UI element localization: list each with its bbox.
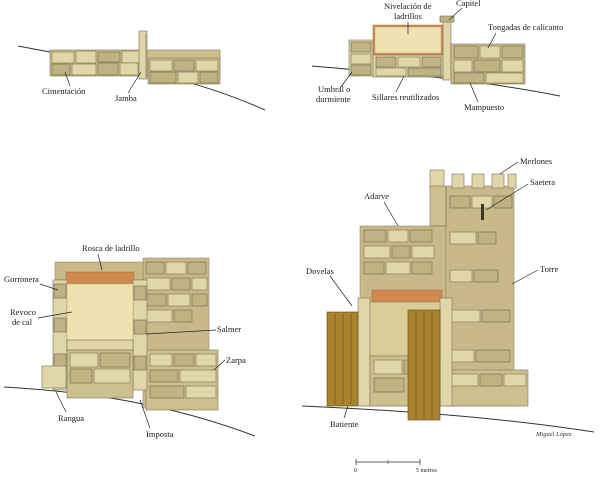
label-cimentacion: Cimentación — [42, 86, 86, 96]
ground-line-3 — [3, 386, 256, 437]
label-adarve: Adarve — [364, 191, 389, 201]
label-umbral-2: durmiente — [316, 94, 351, 104]
artist-signature: Miguel López — [535, 431, 572, 438]
label-batiente: Batiente — [330, 419, 359, 429]
label-rangua: Rangua — [58, 413, 84, 423]
label-jamba: Jamba — [115, 93, 137, 103]
label-imposta: Imposta — [146, 429, 174, 439]
label-zarpa: Zarpa — [226, 355, 246, 365]
foundation-wall — [49, 49, 221, 85]
label-tongadas: Tongadas de calicanto — [488, 22, 563, 32]
label-nivelacion-1: Nivelación de — [384, 1, 432, 11]
label-umbral-1: Umbral o — [318, 84, 350, 94]
label-revoco-1: Revoco — [10, 307, 36, 317]
label-sillares: Sillares reutilizados — [372, 92, 439, 102]
scale-end: 5 metros — [416, 468, 437, 474]
label-dovelas: Dovelas — [306, 266, 334, 276]
jamb-post — [138, 30, 148, 80]
label-salmer: Salmer — [217, 324, 241, 334]
panel-3-gate: Rosca de ladrillo Gorronera Revoco de ca… — [3, 243, 256, 439]
label-saetera: Saetera — [530, 177, 555, 187]
door-left — [326, 311, 359, 407]
label-torre: Torre — [540, 264, 559, 274]
label-nivelacion-2: ladrillos — [394, 11, 422, 21]
label-mampuesto: Mampuesto — [464, 102, 504, 112]
arrow-slit — [481, 204, 484, 220]
scale-start: 0 — [354, 468, 357, 474]
panel-1-foundation: Cimentación Jamba — [17, 30, 266, 111]
panel-4-tower: Merlones Saetera Adarve Dovelas Torre Ba… — [301, 156, 595, 474]
label-merlones: Merlones — [520, 156, 552, 166]
tower-wall — [326, 169, 529, 421]
ground-line-4 — [301, 405, 595, 433]
panel-2-threshold: Nivelación de ladrillos Capitel Tongadas… — [311, 0, 563, 112]
label-gorronera: Gorronera — [4, 274, 39, 284]
scale-bar: 0 5 metros — [354, 459, 437, 474]
label-capitel: Capitel — [456, 0, 481, 8]
label-rosca: Rosca de ladrillo — [82, 243, 140, 253]
gate-wall — [41, 257, 219, 411]
label-revoco-2: de cal — [12, 317, 33, 327]
